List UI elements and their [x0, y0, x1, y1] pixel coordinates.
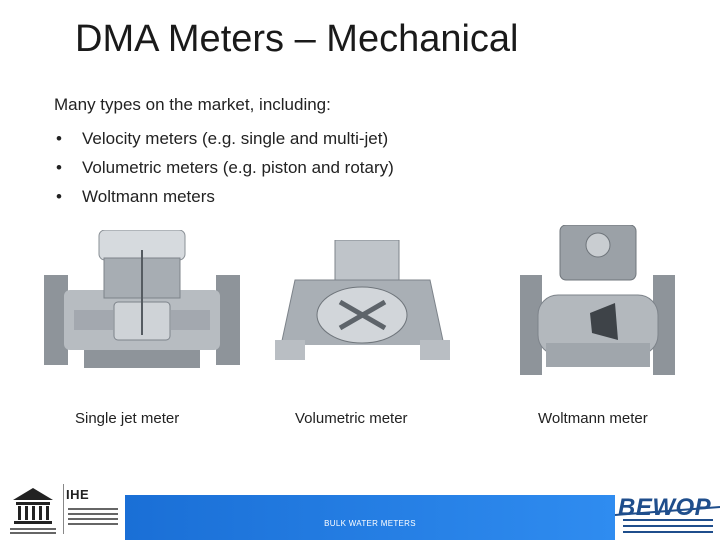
- bullet-text: Volumetric meters (e.g. piston and rotar…: [82, 158, 394, 177]
- footer-text: BULK WATER METERS: [324, 519, 416, 528]
- bullet-text: Velocity meters (e.g. single and multi-j…: [82, 129, 389, 148]
- intro-text: Many types on the market, including:: [54, 95, 331, 114]
- ihe-logo-text: IHE: [66, 487, 90, 502]
- bullet-item: • Woltmann meters: [54, 182, 394, 211]
- footer-band: BULK WATER METERS: [125, 495, 615, 540]
- bullet-glyph: •: [56, 158, 62, 177]
- bullet-glyph: •: [56, 187, 62, 206]
- slide-title: DMA Meters – Mechanical: [75, 18, 519, 60]
- caption-woltmann: Woltmann meter: [538, 410, 648, 427]
- volumetric-meter-image: [265, 240, 460, 375]
- bullet-glyph: •: [56, 129, 62, 148]
- bewop-logo: BEWOP: [618, 494, 712, 521]
- bullet-item: • Volumetric meters (e.g. piston and rota…: [54, 153, 394, 182]
- caption-single-jet: Single jet meter: [75, 410, 180, 427]
- unesco-logo: [10, 484, 118, 534]
- bullet-text: Woltmann meters: [82, 187, 215, 206]
- single-jet-meter-image: [44, 230, 240, 368]
- woltmann-meter-image: [520, 225, 675, 375]
- bullet-item: • Velocity meters (e.g. single and multi-…: [54, 124, 394, 153]
- caption-volumetric: Volumetric meter: [295, 410, 408, 427]
- bullet-list: • Velocity meters (e.g. single and multi-…: [54, 124, 394, 211]
- bewop-logo-graphic: [615, 506, 720, 533]
